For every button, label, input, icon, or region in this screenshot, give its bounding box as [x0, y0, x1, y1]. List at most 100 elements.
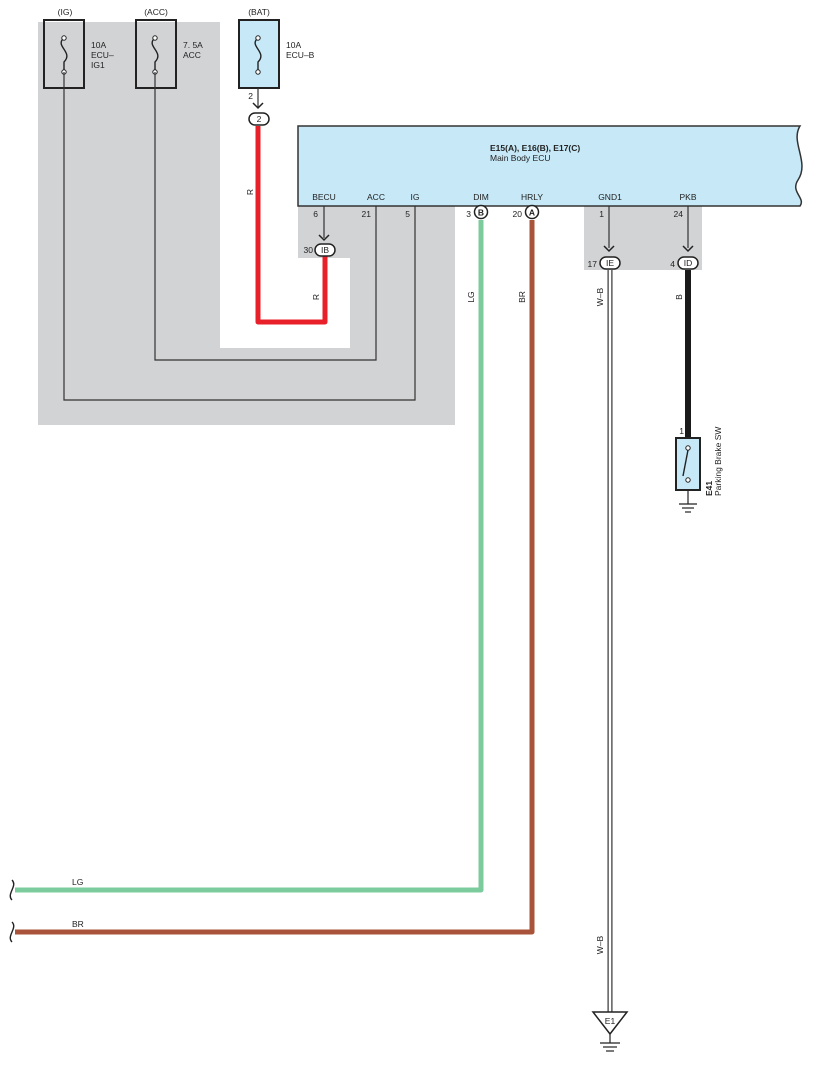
wire-r	[255, 126, 328, 325]
wire-br	[15, 220, 535, 935]
junction-ib-oval	[314, 243, 336, 257]
wire-label-lg-vert: LG	[466, 291, 476, 302]
fuse-bat-circuit: (BAT)	[248, 7, 270, 17]
break-marks	[9, 879, 15, 943]
junction-ib-arrow-icon	[318, 234, 330, 242]
terminal-ig-name: IG	[411, 192, 420, 202]
pin-numbers: 6 21 5 3 20 1 24	[313, 209, 683, 219]
wire-labels: R R LG BR W–B B W–B LG BR	[72, 189, 684, 954]
pin-pkb: 24	[674, 209, 684, 219]
fuse-bat-element-icon	[254, 37, 262, 72]
shade-left-area	[38, 22, 455, 425]
junction-id-pin: 4	[670, 259, 675, 269]
switch-name: Parking Brake SW	[713, 427, 723, 496]
wire-label-b: B	[674, 294, 684, 300]
junction-id-id: ID	[684, 258, 693, 268]
colored-wires	[15, 126, 691, 1012]
ecu-box	[297, 125, 803, 207]
wire-label-r-upper: R	[245, 189, 255, 195]
switch-pin: 1	[679, 426, 684, 436]
pin-becu: 6	[313, 209, 318, 219]
fuse-ig-rating: 10A	[91, 40, 106, 50]
fuse-acc-dot-top	[152, 35, 158, 41]
junction-ie-arrow-icon	[603, 245, 615, 253]
ground-point-label: E1	[605, 1016, 616, 1026]
junction-ie-id: IE	[606, 258, 614, 268]
junction-ie-pin: 17	[588, 259, 598, 269]
wire-label-wb-lower: W–B	[595, 935, 605, 954]
junction-ie: 17 IE	[588, 245, 621, 270]
switch-code: E41	[704, 481, 714, 496]
junction-ib-pin: 30	[304, 245, 314, 255]
connector-hrly-circle	[524, 204, 540, 220]
wire-label-lg-horiz: LG	[72, 877, 83, 887]
fuse-acc-box	[135, 19, 177, 89]
fuse-bat-dot-top	[255, 35, 261, 41]
switch-blade-icon	[682, 449, 689, 477]
switch-ground-icon	[679, 503, 697, 513]
fuse-acc-rating: 7. 5A	[183, 40, 203, 50]
junction-id: 4 ID	[670, 245, 699, 270]
connector-hrly-letter: A	[529, 208, 535, 218]
wire-acc-to-ecu	[154, 72, 377, 361]
ecu-codes: E15(A), E16(B), E17(C)	[490, 143, 580, 153]
connector-hrly: A	[524, 204, 540, 220]
fuse-acc: (ACC) 7. 5A ACC	[135, 7, 203, 89]
switch-contact-bottom	[685, 477, 691, 483]
break-mark-br	[9, 921, 15, 943]
ground-point-e1: E1	[591, 1011, 629, 1052]
terminal-hrly-name: HRLY	[521, 192, 543, 202]
break-mark-lg	[9, 879, 15, 901]
thin-wires	[63, 72, 689, 401]
junction-bat-out-pin: 2	[248, 91, 253, 101]
pin-hrly: 20	[513, 209, 523, 219]
switch-contact-top	[685, 445, 691, 451]
parking-brake-switch: 1 E41 Parking Brake SW	[675, 426, 723, 513]
fuse-acc-name1: ACC	[183, 50, 201, 60]
ground-icon	[600, 1042, 620, 1052]
fuse-acc-element-icon	[151, 37, 159, 72]
connector-dim-circle	[473, 204, 489, 220]
fuse-ig-element-icon	[60, 37, 68, 72]
fuse-bat: (BAT) 10A ECU–B	[238, 7, 315, 89]
wire-label-r-lower: R	[311, 294, 321, 300]
ecu-name: Main Body ECU	[490, 153, 550, 163]
junction-id-arrow-icon	[682, 245, 694, 253]
wire-lg	[15, 220, 484, 893]
pin-gnd1: 1	[599, 209, 604, 219]
fuse-bat-box	[238, 19, 280, 89]
junction-id-oval	[677, 256, 699, 270]
pin-acc: 21	[362, 209, 372, 219]
junction-ie-oval	[599, 256, 621, 270]
wire-label-wb-upper: W–B	[595, 287, 605, 306]
wire-label-br-vert: BR	[517, 291, 527, 303]
terminal-acc-name: ACC	[367, 192, 385, 202]
fuse-acc-circuit: (ACC)	[144, 7, 168, 17]
main-body-ecu: E15(A), E16(B), E17(C) Main Body ECU BEC…	[297, 125, 803, 207]
fuse-bat-name1: ECU–B	[286, 50, 315, 60]
fuse-ig-dot-top	[61, 35, 67, 41]
connector-dim-letter: B	[478, 208, 484, 218]
fuse-ig-circuit: (IG)	[58, 7, 73, 17]
terminal-gnd1-name: GND1	[598, 192, 622, 202]
wire-label-br-horiz: BR	[72, 919, 84, 929]
terminal-pkb-name: PKB	[679, 192, 696, 202]
pin-ig: 5	[405, 209, 410, 219]
ground-triangle	[591, 1011, 629, 1036]
fuse-bat-rating: 10A	[286, 40, 301, 50]
connector-dim: B	[473, 204, 489, 220]
junction-ib: 30 IB	[304, 234, 336, 257]
pin-dim: 3	[466, 209, 471, 219]
fuse-bat-dot-bottom	[255, 69, 261, 75]
junction-bat-out: 2 2	[248, 91, 270, 126]
shaded-regions	[38, 22, 702, 425]
junction-bat-out-id: 2	[257, 114, 262, 124]
junction-ib-id: IB	[321, 245, 329, 255]
terminal-dim-name: DIM	[473, 192, 489, 202]
junction-bat-out-oval	[248, 112, 270, 126]
terminal-becu-name: BECU	[312, 192, 336, 202]
wire-ig-to-ecu	[63, 72, 416, 401]
junction-bat-out-arrow-icon	[252, 102, 264, 110]
